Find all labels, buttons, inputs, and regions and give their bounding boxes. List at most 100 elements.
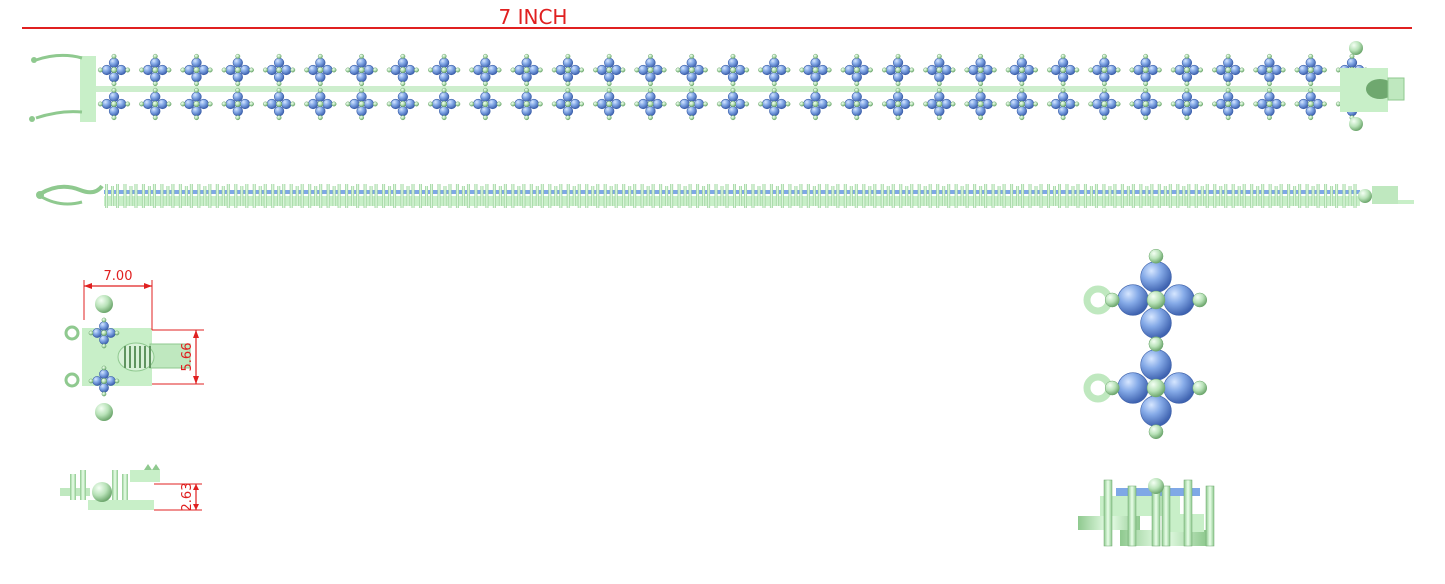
side-post <box>197 184 201 208</box>
stone <box>1305 72 1316 83</box>
metal-bead <box>317 66 324 74</box>
jump-ring <box>64 372 80 388</box>
clasp-hook-top <box>35 53 83 62</box>
stone <box>150 72 161 83</box>
stone <box>1009 98 1020 110</box>
stone <box>686 91 697 102</box>
height-value: 5.66 <box>180 343 195 372</box>
metal-bead <box>620 67 626 73</box>
side-post <box>1256 186 1260 206</box>
stone <box>858 64 870 76</box>
metal-bead <box>400 115 406 121</box>
profile-post <box>1127 485 1137 547</box>
side-post <box>282 184 286 208</box>
enlarged-link-top-view <box>1083 248 1208 440</box>
metal-bead <box>1088 67 1094 73</box>
stone <box>562 72 574 83</box>
metal-bead <box>1212 67 1217 73</box>
side-post <box>1311 186 1315 206</box>
metal-bead <box>194 53 199 59</box>
metal-bead <box>1308 81 1314 87</box>
metal-bead <box>524 81 530 87</box>
metal-bead <box>1143 53 1149 59</box>
side-post <box>123 184 127 208</box>
metal-bead <box>262 101 268 107</box>
metal-bead <box>276 115 282 121</box>
side-top <box>130 470 160 482</box>
metal-bead <box>853 66 860 74</box>
side-clasp-hook <box>39 194 83 206</box>
metal-bead <box>1142 100 1149 108</box>
stone <box>570 98 581 110</box>
metal-bead <box>785 101 791 107</box>
metal-bead <box>1060 81 1066 87</box>
metal-bead <box>97 101 103 107</box>
side-post <box>271 184 275 208</box>
side-post <box>1287 184 1291 208</box>
metal-bead <box>1280 67 1286 73</box>
tongue-stripe <box>124 346 126 368</box>
metal-bead <box>1225 87 1231 93</box>
side-post <box>899 184 903 208</box>
side-post <box>1274 186 1278 206</box>
side-post <box>116 184 119 208</box>
metal-bead <box>689 81 695 87</box>
metal-bead <box>114 378 120 384</box>
stone <box>116 64 127 76</box>
metal-bead <box>1074 101 1080 107</box>
metal-bead <box>1308 53 1314 59</box>
side-post <box>1131 184 1135 208</box>
side-post <box>498 186 502 206</box>
stone <box>982 64 993 76</box>
metal-bead <box>414 67 419 73</box>
stone <box>101 64 112 76</box>
metal-bead <box>152 81 158 87</box>
side-post <box>1316 184 1320 208</box>
side-post <box>812 186 816 206</box>
metal-bead <box>1335 67 1341 73</box>
side-post <box>622 184 626 208</box>
metal-bead <box>1253 67 1259 73</box>
side-post <box>166 186 170 206</box>
metal-bead <box>441 53 447 59</box>
width-value: 7.00 <box>104 269 133 284</box>
side-post <box>979 186 983 206</box>
metal-bead <box>702 101 708 107</box>
metal-bead <box>1321 101 1327 107</box>
metal-bead <box>1321 67 1327 73</box>
metal-bead <box>1104 292 1120 308</box>
metal-bead <box>114 330 120 336</box>
side-segment-row <box>104 184 1360 208</box>
stone <box>975 106 986 117</box>
end-bead <box>1349 117 1363 131</box>
stone <box>1099 91 1110 102</box>
side-teeth <box>144 464 160 470</box>
metal-bead <box>964 101 970 107</box>
side-post <box>141 184 145 208</box>
arrow-head <box>193 330 199 338</box>
stone <box>349 64 360 76</box>
metal-bead <box>1184 53 1190 59</box>
side-post <box>1163 186 1167 206</box>
metal-bead <box>758 67 764 73</box>
metal-bead <box>593 101 598 107</box>
metal-bead <box>702 67 708 73</box>
metal-bead <box>729 66 737 74</box>
stone <box>1133 98 1144 110</box>
side-post <box>393 184 397 208</box>
metal-bead <box>469 101 475 107</box>
hook-end <box>29 116 35 122</box>
stone <box>439 91 450 102</box>
metal-bead <box>1267 53 1272 59</box>
stone <box>810 106 821 117</box>
metal-bead <box>235 53 241 59</box>
side-post <box>319 184 323 208</box>
metal-bead <box>799 101 805 107</box>
stone <box>1016 57 1027 68</box>
metal-bead <box>579 67 585 73</box>
stone <box>266 98 277 110</box>
side-post <box>769 184 773 208</box>
side-post <box>762 184 766 208</box>
stone <box>239 98 251 110</box>
stone <box>1163 284 1195 316</box>
